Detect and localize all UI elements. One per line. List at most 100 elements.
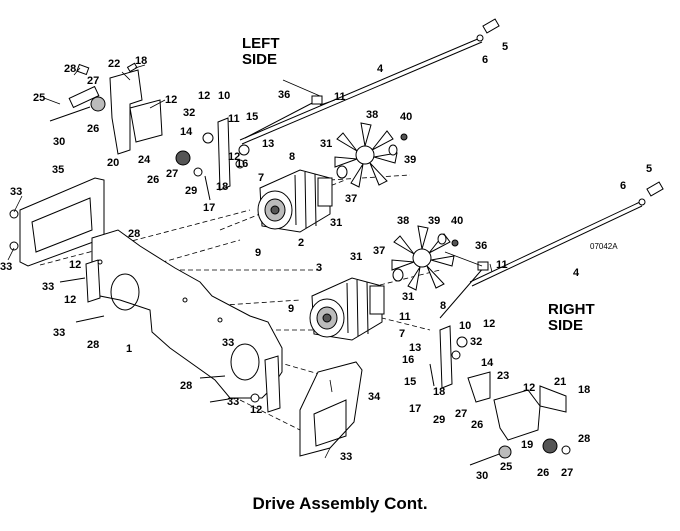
callout-8: 8 [440,300,446,312]
callout-15: 15 [404,376,416,388]
callout-30: 30 [53,136,65,148]
callout-36: 36 [475,240,487,252]
callout-16: 16 [402,354,414,366]
callout-14: 14 [180,126,193,138]
callout-18: 18 [433,386,445,398]
callout-31: 31 [320,138,332,150]
callout-8: 8 [289,151,295,163]
callout-1: 1 [126,343,132,355]
right-lower-bracket-assembly [467,371,571,466]
left-upper-bracket-assembly [49,62,203,177]
callout-7: 7 [258,172,264,184]
callout-25: 25 [500,461,512,473]
callout-36: 36 [278,89,290,101]
callout-21: 21 [554,376,566,388]
right-side-label-line1: RIGHT [548,301,595,318]
callout-13: 13 [409,342,421,354]
callout-3: 3 [316,262,322,274]
callout-7: 7 [399,328,405,340]
left-side-label-line2: SIDE [242,51,278,68]
callout-28: 28 [128,228,140,240]
callout-18: 18 [216,181,228,193]
callout-19: 19 [521,439,533,451]
control-rods [239,18,664,287]
callout-40: 40 [451,215,463,227]
callout-27: 27 [87,75,99,87]
callout-22: 22 [108,58,120,70]
callout-25: 25 [33,92,45,104]
callout-11: 11 [228,113,240,125]
callout-17: 17 [409,403,421,415]
callout-26: 26 [147,174,159,186]
callout-34: 34 [368,391,381,403]
callout-32: 32 [183,107,195,119]
callout-2: 2 [298,237,304,249]
callout-24: 24 [138,154,151,166]
callout-4: 4 [573,267,580,279]
right-control-bracket [429,325,468,389]
right-side-label: RIGHT SIDE [548,302,595,334]
callout-33: 33 [42,281,54,293]
callout-12: 12 [523,382,535,394]
callout-10: 10 [459,320,471,332]
callout-35: 35 [52,164,64,176]
callout-40: 40 [400,111,412,123]
callout-28: 28 [87,339,99,351]
callout-27: 27 [166,168,178,180]
callout-38: 38 [366,109,378,121]
callout-33: 33 [340,451,352,463]
callout-11: 11 [334,91,346,103]
callout-29: 29 [433,414,445,426]
right-side-label-line2: SIDE [548,317,584,334]
callout-31: 31 [350,251,362,263]
left-control-bracket [202,117,250,201]
callout-12: 12 [198,90,210,102]
callout-33: 33 [222,337,234,349]
callout-14: 14 [481,357,494,369]
callout-16: 16 [236,158,248,170]
callout-37: 37 [373,245,385,257]
callout-26: 26 [471,419,483,431]
callout-12: 12 [228,151,240,163]
callout-28: 28 [64,63,76,75]
callout-37: 37 [345,193,357,205]
left-side-label-line1: LEFT [242,35,280,52]
callout-9: 9 [255,247,261,259]
callout-15: 15 [246,111,258,123]
callout-6: 6 [620,180,626,192]
right-shield-plate [299,361,363,457]
callout-33: 33 [53,327,65,339]
callout-38: 38 [397,215,409,227]
callout-30: 30 [476,470,488,482]
callout-4: 4 [377,63,384,75]
callout-23: 23 [497,370,509,382]
callout-39: 39 [404,154,416,166]
callout-12: 12 [69,259,81,271]
callout-11: 11 [496,259,508,271]
callout-28: 28 [180,380,192,392]
callout-12: 12 [165,94,177,106]
callout-32: 32 [470,336,482,348]
callout-11: 11 [399,311,411,323]
callout-29: 29 [185,185,197,197]
callout-10: 10 [218,90,230,102]
callout-18: 18 [135,55,147,67]
callout-labels: 1 2 3 4 4 5 5 6 6 7 7 8 8 9 9 10 10 11 1… [0,41,652,482]
callout-27: 27 [561,467,573,479]
callout-12: 12 [483,318,495,330]
fan-washers [336,133,459,282]
callout-33: 33 [227,396,239,408]
callout-13: 13 [262,138,274,150]
left-shield-plate [9,177,105,267]
left-hydro-pump [257,169,333,233]
callout-31: 31 [330,217,342,229]
callout-9: 9 [288,303,294,315]
drawing-id: 07042A [590,242,618,251]
callout-5: 5 [502,41,508,53]
callout-27: 27 [455,408,467,420]
callout-6: 6 [482,54,488,66]
left-side-label: LEFT SIDE [242,36,280,68]
callout-33: 33 [0,261,12,273]
